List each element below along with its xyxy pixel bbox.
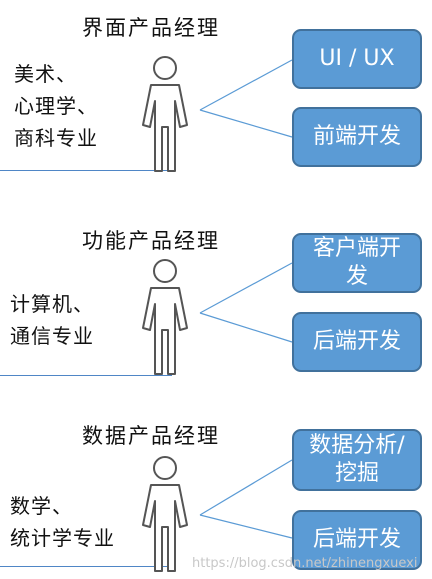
section-1-background-line-3: 商科专业: [14, 126, 98, 150]
section-2-background-line-2: 通信专业: [10, 324, 94, 348]
person-icon: [135, 455, 195, 575]
box-frontend-dev: 前端开发: [292, 107, 422, 167]
section-1-background-line-1: 美术、: [14, 62, 77, 86]
box-ui-ux: UI / UX: [292, 29, 422, 89]
watermark-url: https://blog.csdn.net/zhinengxuexi: [192, 556, 418, 571]
section-3-background-line-2: 统计学专业: [10, 526, 115, 550]
section-3-divider: [0, 566, 172, 567]
box-data-analysis: 数据分析/挖掘: [292, 429, 422, 491]
box-backend-dev-label: 后端开发: [312, 329, 401, 354]
box-client-dev-label: 客户端开发: [312, 236, 401, 289]
box-backend-dev: 后端开发: [292, 312, 422, 372]
section-1-background-line-2: 心理学、: [14, 94, 98, 118]
section-1-title: 界面产品经理: [82, 16, 220, 40]
box-frontend-dev-label: 前端开发: [312, 124, 401, 149]
section-2-background-line-1: 计算机、: [10, 292, 94, 316]
section-3-background: 数学、 统计学专业: [10, 490, 115, 554]
box-data-analysis-label: 数据分析/挖掘: [309, 433, 405, 486]
section-3-background-line-1: 数学、: [10, 494, 73, 518]
section-3-title: 数据产品经理: [82, 424, 220, 448]
section-1-background: 美术、 心理学、 商科专业: [14, 58, 98, 154]
section-2-title: 功能产品经理: [82, 229, 220, 253]
box-client-dev: 客户端开发: [292, 233, 422, 293]
section-2-background: 计算机、 通信专业: [10, 288, 94, 352]
person-icon: [135, 258, 195, 378]
person-icon: [135, 55, 195, 175]
box-backend-dev-2-label: 后端开发: [312, 527, 401, 552]
box-ui-ux-label: UI / UX: [319, 46, 395, 71]
section-1-divider: [0, 170, 172, 171]
box-backend-dev-2: 后端开发: [292, 510, 422, 570]
section-2-divider: [0, 375, 172, 376]
